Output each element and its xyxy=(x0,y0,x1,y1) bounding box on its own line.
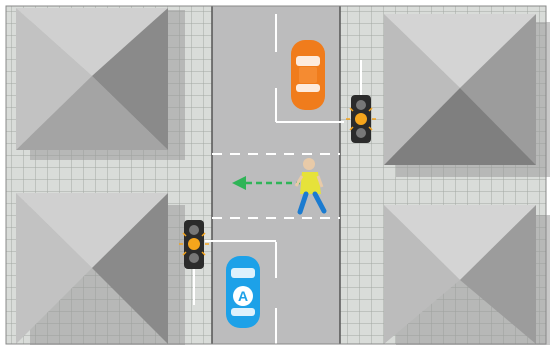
house-bottom-right xyxy=(384,205,550,345)
orange-car xyxy=(291,40,325,110)
house-top-left xyxy=(16,8,185,160)
car-a: A xyxy=(226,256,260,328)
house-bottom-left xyxy=(16,193,185,345)
car-a-label: A xyxy=(238,288,248,304)
house-top-right xyxy=(384,14,550,177)
